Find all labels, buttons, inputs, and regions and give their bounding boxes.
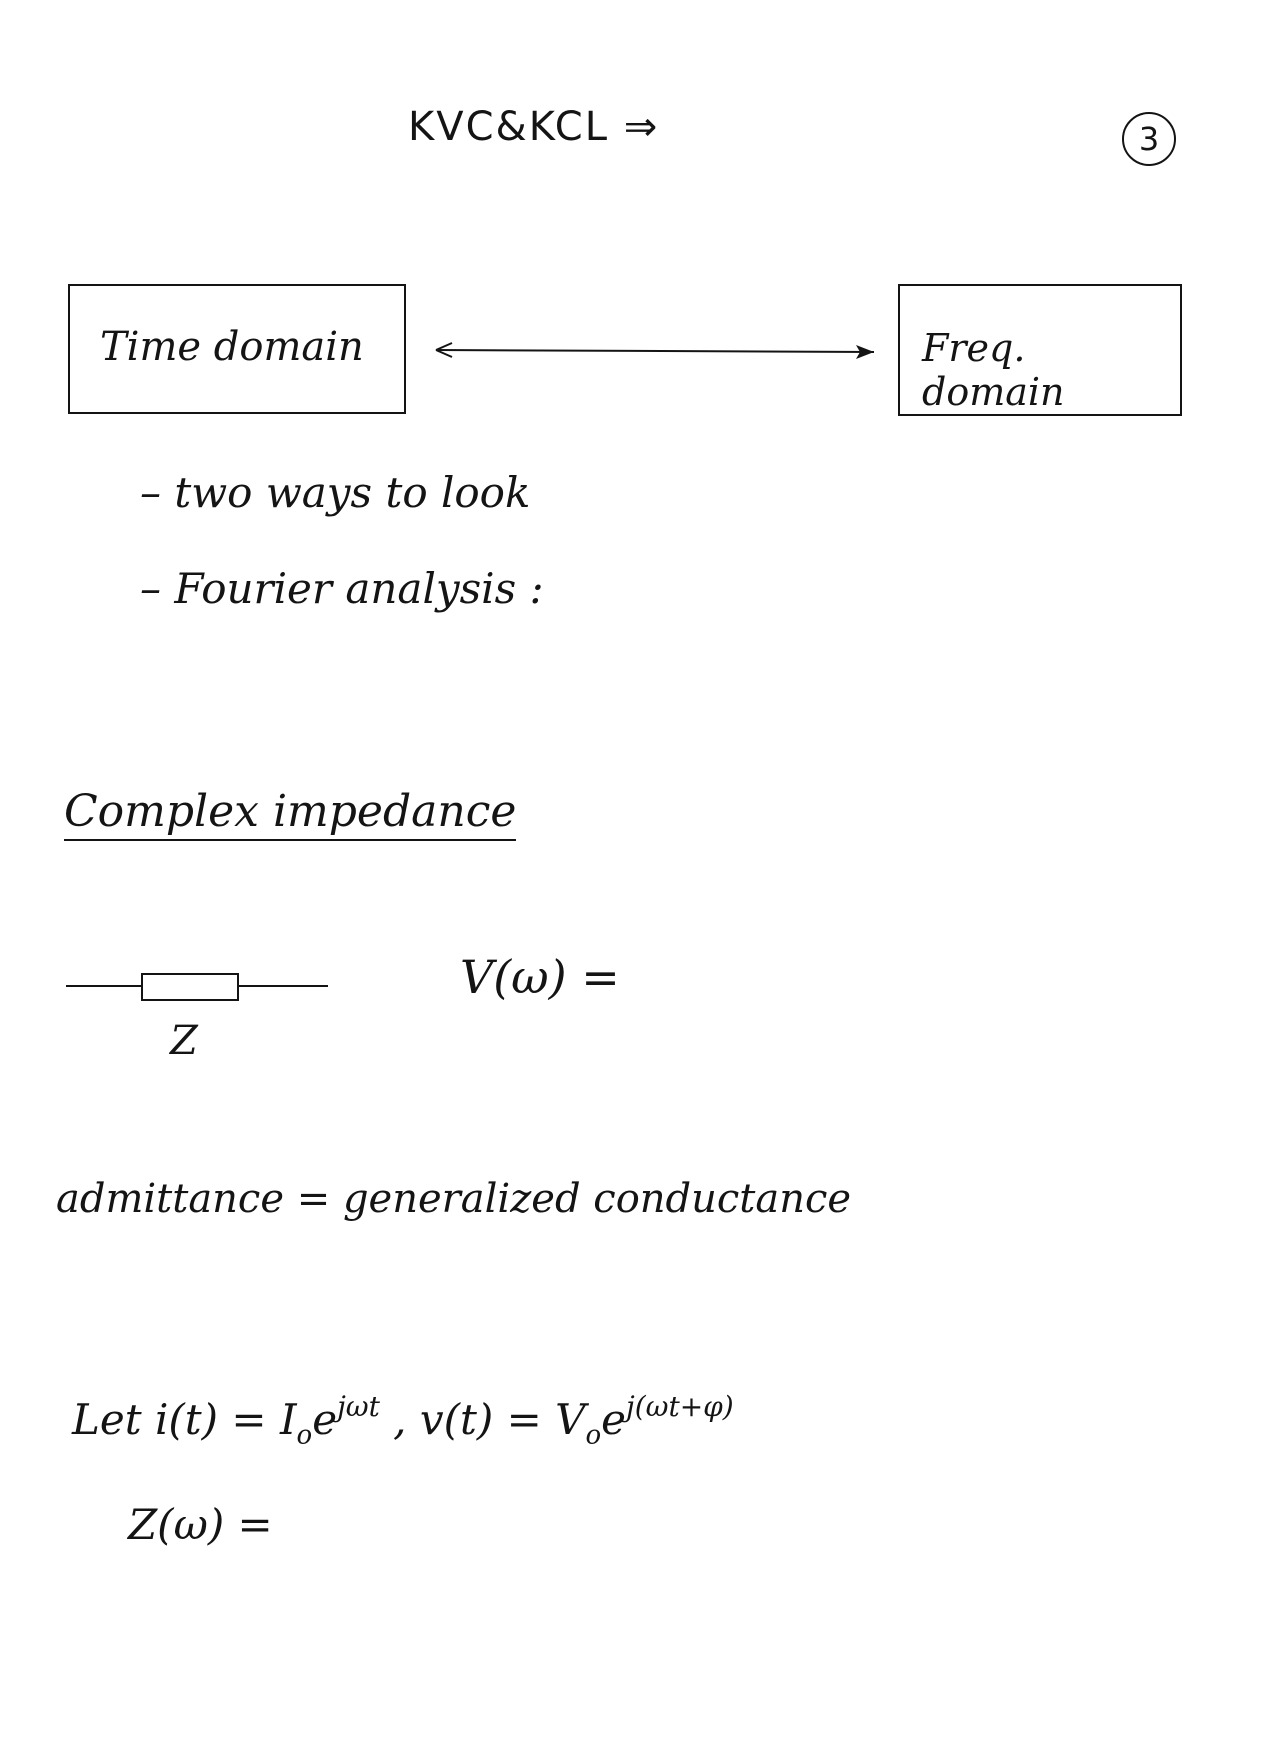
- voltage-subscript: o: [585, 1420, 602, 1451]
- bullet-item: – Fourier analysis :: [140, 564, 544, 613]
- equation-separator: ,: [379, 1395, 420, 1444]
- impedance-symbol: Z: [170, 1018, 198, 1064]
- voltage-exp-base: e: [601, 1395, 627, 1444]
- current-exponent: jωt: [337, 1390, 380, 1423]
- voltage-prefix: v(t) = V: [419, 1395, 586, 1444]
- current-prefix: Let i(t) = I: [72, 1395, 297, 1444]
- resistor-icon: [66, 973, 328, 1001]
- current-exp-base: e: [312, 1395, 338, 1444]
- let-equation: Let i(t) = Ioejωt , v(t) = Voej(ωt+φ): [72, 1390, 734, 1450]
- double-arrow-icon: [435, 342, 875, 359]
- voltage-expression: V(ω) =: [460, 950, 620, 1004]
- current-subscript: o: [296, 1420, 313, 1451]
- bullet-item: – two ways to look: [140, 468, 531, 517]
- voltage-exponent: j(ωt+φ): [626, 1390, 734, 1423]
- time-domain-box: Time domain: [68, 284, 406, 414]
- time-domain-label: Time domain: [100, 324, 364, 370]
- page-number-badge: 3: [1122, 112, 1176, 166]
- section-heading: Complex impedance: [64, 786, 517, 841]
- admittance-definition: admittance = generalized conductance: [56, 1176, 852, 1222]
- page-title: KVC&KCL ⇒: [408, 104, 660, 150]
- impedance-expression: Z(ω) =: [128, 1500, 273, 1549]
- freq-domain-label: Freq. domain: [922, 326, 1065, 414]
- freq-domain-box: Freq. domain: [898, 284, 1182, 416]
